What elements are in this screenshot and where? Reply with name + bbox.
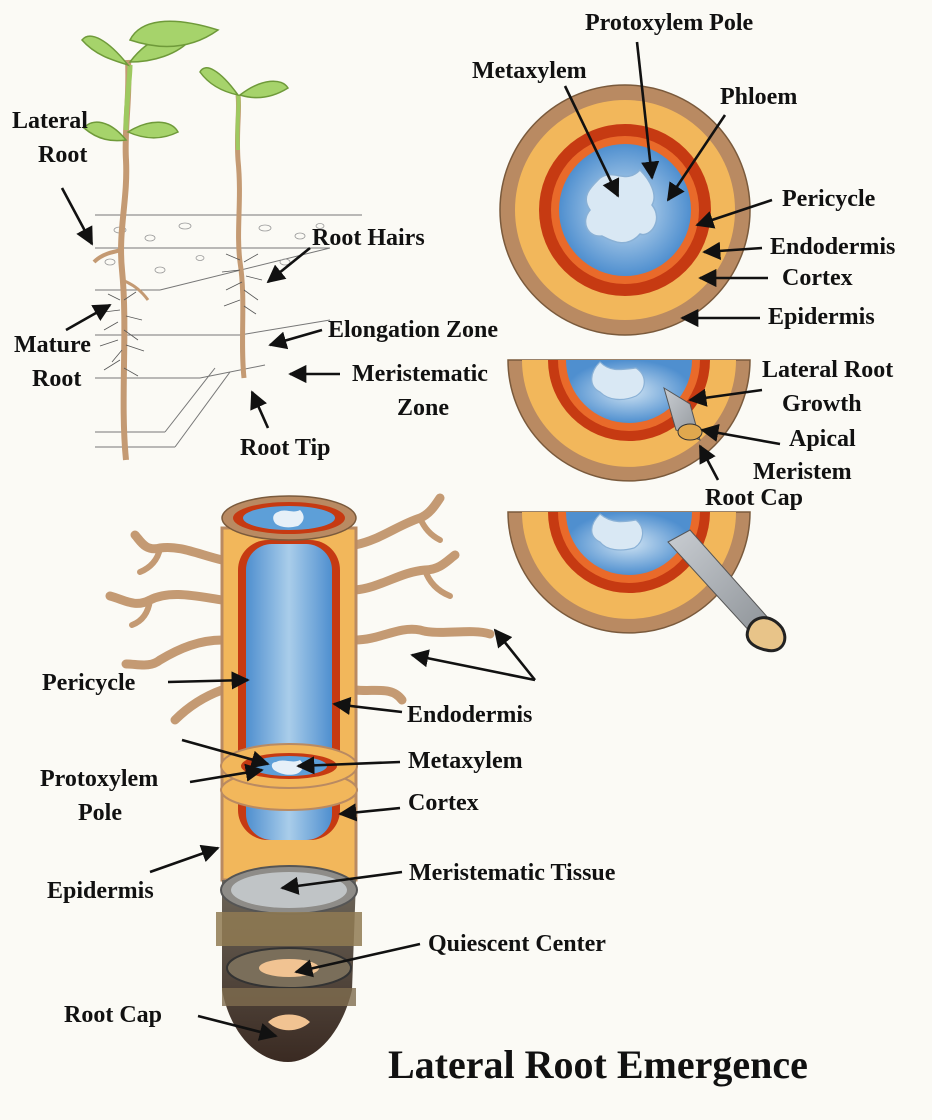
label-cortex: Cortex (782, 265, 853, 291)
label-metaxylem-longitudinal: Metaxylem (408, 748, 523, 774)
xylem-cross (586, 170, 657, 243)
label-endodermis: Endodermis (770, 234, 895, 260)
label-meristematic-zone-line1: Meristematic (352, 361, 488, 387)
label-metaxylem: Metaxylem (472, 58, 587, 84)
label-mature-root-line2: Root (32, 366, 81, 392)
label-root-tip: Root Tip (240, 435, 330, 461)
diagram-title: Lateral Root Emergence (388, 1042, 808, 1087)
label-lateral-root-growth-line2: Growth (782, 391, 862, 417)
young-plant (200, 68, 288, 378)
label-pericycle-longitudinal: Pericycle (42, 670, 136, 696)
label-mature-root-line1: Mature (14, 332, 91, 358)
label-root-cap-emergence: Root Cap (705, 485, 803, 511)
label-epidermis-longitudinal: Epidermis (47, 878, 154, 904)
cross-section-panel: Protoxylem Pole Metaxylem Phloem Pericyc… (472, 10, 895, 335)
label-apical-meristem-line2: Meristem (753, 459, 852, 485)
label-cortex-longitudinal: Cortex (408, 790, 479, 816)
label-epidermis: Epidermis (768, 304, 875, 330)
label-protoxylem-pole-line1: Protoxylem (40, 766, 158, 792)
label-elongation-zone: Elongation Zone (328, 317, 498, 343)
label-endodermis-longitudinal: Endodermis (407, 702, 532, 728)
label-lateral-root-line2: Root (38, 142, 87, 168)
emergence-panel-2 (508, 512, 785, 651)
label-lateral-root-line1: Lateral (12, 108, 88, 134)
label-lateral-root-growth-line1: Lateral Root (762, 357, 893, 383)
label-protoxylem-pole: Protoxylem Pole (585, 10, 754, 36)
label-pericycle: Pericycle (782, 186, 876, 212)
label-root-cap-longitudinal: Root Cap (64, 1002, 162, 1028)
label-phloem: Phloem (720, 84, 797, 110)
emergence-panel-1: Lateral Root Growth Apical Meristem Root… (508, 357, 893, 511)
label-meristematic-zone-line2: Zone (397, 395, 449, 421)
label-protoxylem-pole-line2: Pole (78, 800, 122, 826)
label-meristematic-tissue: Meristematic Tissue (409, 860, 616, 886)
seedling-panel: Lateral Root Root Hairs Mature Root Elon… (12, 21, 498, 461)
label-apical-meristem-line1: Apical (789, 426, 856, 452)
label-quiescent-center: Quiescent Center (428, 931, 606, 957)
label-root-hairs: Root Hairs (312, 225, 425, 251)
